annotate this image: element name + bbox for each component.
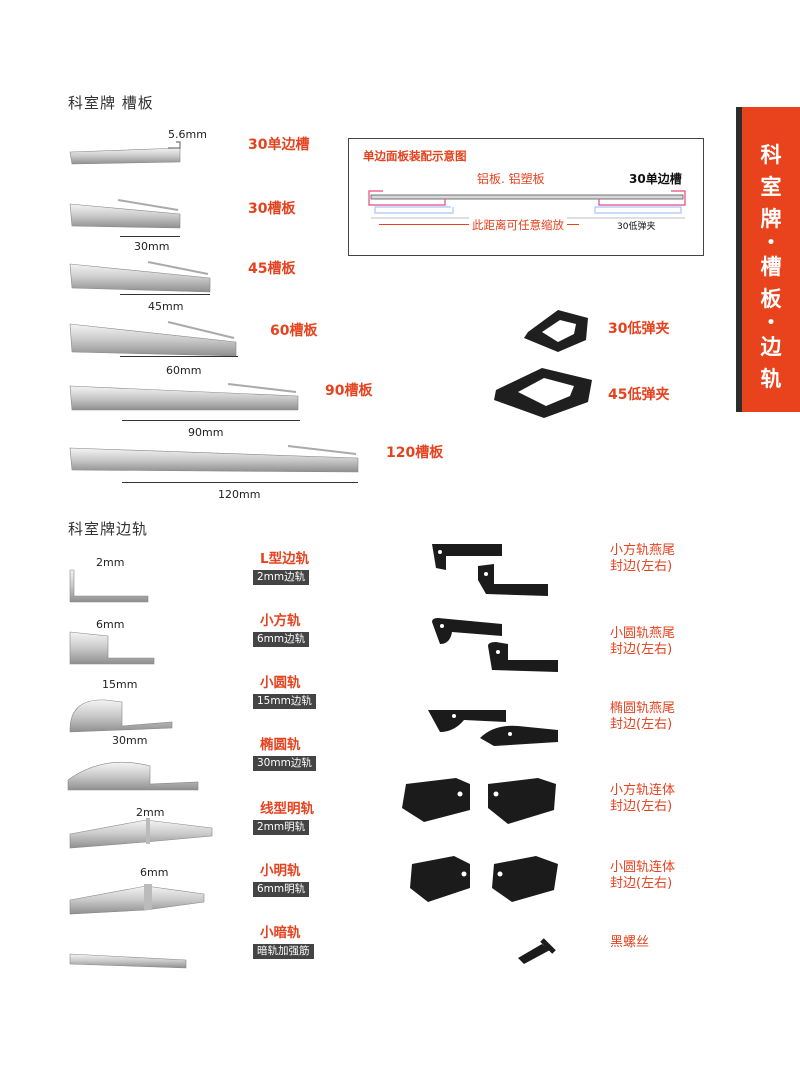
rail-oval-title: 椭圆轨 bbox=[260, 737, 301, 753]
rail-small-open-badge: 6mm明轨 bbox=[253, 882, 310, 897]
rail-linear-open-title: 线型明轨 bbox=[260, 801, 314, 817]
rail-small-open-image bbox=[69, 884, 205, 915]
end-cap-label-3: 椭圆轨燕尾 封边(左右) bbox=[610, 701, 675, 733]
side-tab-char: 轨 bbox=[760, 367, 782, 391]
slot-90-label: 90槽板 bbox=[325, 383, 373, 399]
rail-l-image bbox=[69, 569, 149, 603]
assembly-diagram: 单边面板装配示意图 铝板. 铝塑板 30单边槽 此距离可任意缩放 30低弹夹 bbox=[348, 138, 704, 256]
rail-oval-badge: 30mm边轨 bbox=[253, 756, 316, 771]
slot-60-dimension: 60mm bbox=[166, 364, 202, 377]
rail-oval-dimension: 30mm bbox=[112, 734, 148, 747]
slot-120-dimension: 120mm bbox=[218, 488, 261, 501]
end-cap-label-5-line2: 封边(左右) bbox=[610, 876, 673, 891]
diagram-title: 单边面板装配示意图 bbox=[363, 149, 467, 163]
end-cap-label-1-line1: 小方轨燕尾 bbox=[610, 543, 676, 558]
rail-small-open-dimension: 6mm bbox=[140, 866, 169, 879]
rail-small-round-dimension: 15mm bbox=[102, 678, 138, 691]
end-cap-label-1-line2: 封边(左右) bbox=[610, 559, 673, 574]
slot-30-label: 30槽板 bbox=[248, 201, 296, 217]
rail-small-round-title: 小圆轨 bbox=[260, 675, 301, 691]
single-slot-profile-image bbox=[69, 141, 181, 165]
side-tab-char: 牌 bbox=[760, 207, 782, 231]
diagram-slot-label: 30单边槽 bbox=[629, 172, 682, 186]
end-cap-label-4-line1: 小方轨连体 bbox=[610, 783, 676, 798]
end-cap-label-4-line2: 封边(左右) bbox=[610, 799, 673, 814]
rail-l-badge: 2mm边轨 bbox=[253, 570, 310, 585]
rail-small-square-dimension: 6mm bbox=[96, 618, 125, 631]
slot-45-label: 45槽板 bbox=[248, 261, 296, 277]
side-tab-char: • bbox=[766, 315, 776, 331]
rail-small-hidden-title: 小暗轨 bbox=[260, 925, 301, 941]
end-cap-label-6: 黑螺丝 bbox=[610, 935, 649, 951]
rail-l-dimension: 2mm bbox=[96, 556, 125, 569]
end-cap-label-2: 小圆轨燕尾 封边(左右) bbox=[610, 626, 675, 658]
end-cap-label-2-line2: 封边(左右) bbox=[610, 642, 673, 657]
oval-dovetail-cap-image bbox=[428, 710, 558, 746]
side-tab-char: 室 bbox=[760, 175, 782, 199]
end-cap-label-5-line1: 小圆轨连体 bbox=[610, 860, 676, 875]
slot-45-profile-image bbox=[69, 261, 211, 293]
side-tab-text: 科 室 牌 • 槽 板 • 边 轨 bbox=[742, 139, 800, 395]
clip-45-label: 45低弹夹 bbox=[608, 387, 670, 403]
rail-small-round-badge: 15mm边轨 bbox=[253, 694, 316, 709]
clip-45-image bbox=[494, 368, 592, 418]
slot-120-label: 120槽板 bbox=[386, 445, 444, 461]
rail-small-square-badge: 6mm边轨 bbox=[253, 632, 310, 647]
rail-small-square-title: 小方轨 bbox=[260, 613, 301, 629]
rail-l-title: L型边轨 bbox=[260, 551, 310, 567]
end-cap-label-6-line1: 黑螺丝 bbox=[610, 935, 650, 950]
rail-linear-open-image bbox=[69, 818, 213, 849]
section-title-side-rails: 科室牌边轨 bbox=[68, 520, 149, 538]
rail-small-round-image bbox=[69, 699, 173, 733]
side-tab-char: 槽 bbox=[760, 255, 782, 279]
single-slot-dimension: 5.6mm bbox=[168, 128, 207, 141]
rail-linear-open-dimension: 2mm bbox=[136, 806, 165, 819]
rail-small-open-title: 小明轨 bbox=[260, 863, 301, 879]
slot-90-dimension: 90mm bbox=[188, 426, 224, 439]
rail-oval-image bbox=[67, 761, 199, 791]
diagram-distance-label: 此距离可任意缩放 bbox=[469, 217, 567, 233]
small-round-joint-cap-image bbox=[410, 856, 558, 902]
end-cap-label-3-line1: 椭圆轨燕尾 bbox=[610, 701, 676, 716]
end-cap-label-4: 小方轨连体 封边(左右) bbox=[610, 783, 675, 815]
slot-45-dimension: 45mm bbox=[148, 300, 184, 313]
slot-30-profile-image bbox=[69, 199, 181, 229]
end-cap-label-2-line1: 小圆轨燕尾 bbox=[610, 626, 676, 641]
clip-30-label: 30低弹夹 bbox=[608, 321, 670, 337]
side-category-tab: 科 室 牌 • 槽 板 • 边 轨 bbox=[736, 107, 800, 412]
side-tab-shadow bbox=[736, 107, 742, 412]
section-title-slot-boards: 科室牌 槽板 bbox=[68, 94, 154, 112]
rail-small-hidden-image bbox=[69, 953, 187, 969]
slot-30-dimension: 30mm bbox=[134, 240, 170, 253]
side-tab-char: 边 bbox=[760, 335, 782, 359]
side-tab-char: • bbox=[766, 235, 776, 251]
rail-small-square-image bbox=[69, 631, 155, 665]
rail-small-hidden-badge: 暗轨加强筋 bbox=[253, 944, 314, 959]
diagram-panel-label: 铝板. 铝塑板 bbox=[477, 172, 545, 186]
slot-60-label: 60槽板 bbox=[270, 323, 318, 339]
diagram-clip-label: 30低弹夹 bbox=[617, 222, 656, 232]
end-cap-label-3-line2: 封边(左右) bbox=[610, 717, 673, 732]
clip-30-image bbox=[524, 310, 588, 352]
black-screw-image bbox=[518, 938, 556, 964]
slot-120-profile-image bbox=[69, 445, 359, 473]
side-tab-char: 板 bbox=[760, 287, 782, 311]
small-square-dovetail-cap-image bbox=[432, 544, 548, 596]
single-slot-label: 30单边槽 bbox=[248, 137, 310, 153]
small-round-dovetail-cap-image bbox=[432, 618, 558, 672]
slot-90-profile-image bbox=[69, 383, 299, 411]
side-tab-char: 科 bbox=[760, 143, 782, 167]
end-cap-label-1: 小方轨燕尾 封边(左右) bbox=[610, 543, 675, 575]
small-square-joint-cap-image bbox=[402, 778, 556, 824]
end-cap-label-5: 小圆轨连体 封边(左右) bbox=[610, 860, 675, 892]
rail-linear-open-badge: 2mm明轨 bbox=[253, 820, 310, 835]
